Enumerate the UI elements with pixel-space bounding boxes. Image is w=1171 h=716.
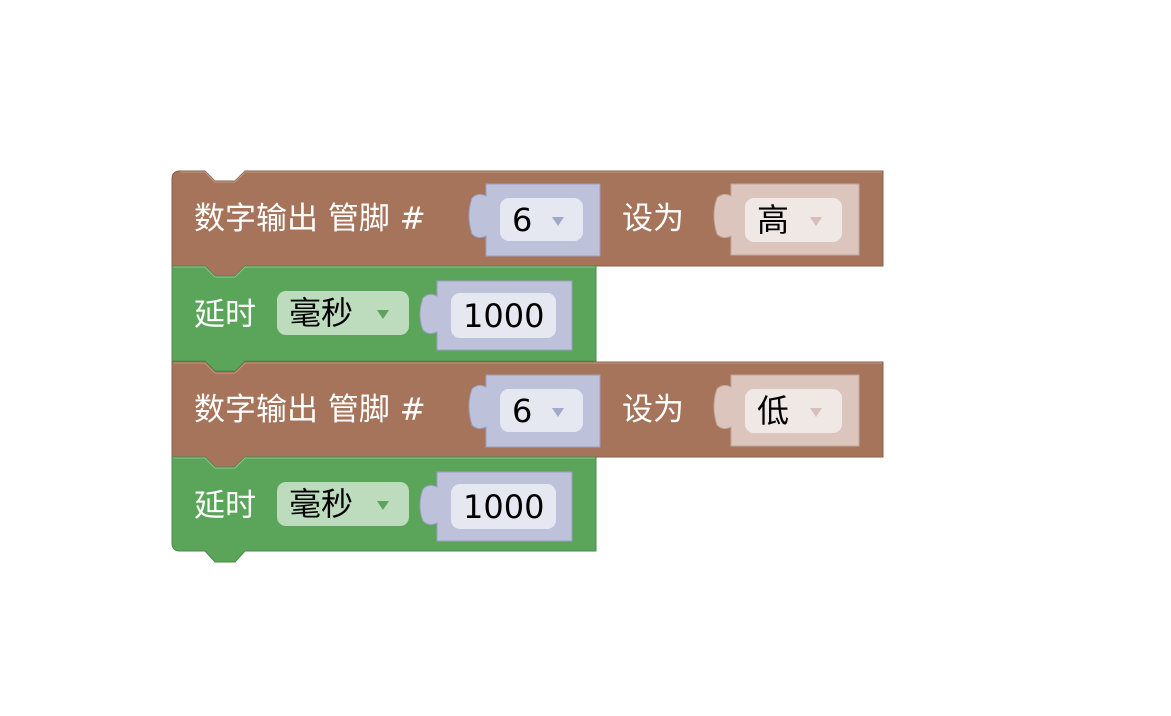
delay-duration-input[interactable]: 1000	[451, 484, 556, 529]
level-dropdown[interactable]: 低	[745, 389, 842, 433]
delay-duration-value: 1000	[463, 296, 545, 335]
delay-duration-input[interactable]: 1000	[451, 293, 556, 338]
digital-write-label: 数字输出 管脚 #	[194, 392, 426, 428]
dropdown-arrow-icon	[377, 501, 389, 510]
delay-label: 延时	[194, 297, 256, 333]
time-unit-value: 毫秒	[289, 294, 354, 332]
set-to-label: 设为	[622, 392, 684, 428]
dropdown-arrow-icon	[552, 216, 564, 226]
dropdown-arrow-icon	[552, 407, 564, 417]
level-dropdown[interactable]: 高	[745, 198, 842, 242]
time-unit-dropdown[interactable]: 毫秒	[277, 482, 409, 526]
dropdown-arrow-icon	[810, 408, 822, 417]
delay-duration-value: 1000	[463, 487, 545, 526]
time-unit-value: 毫秒	[289, 485, 354, 523]
pin-value: 6	[512, 200, 533, 239]
digital-write-label: 数字输出 管脚 #	[194, 201, 426, 237]
dropdown-arrow-icon	[377, 310, 389, 319]
time-unit-dropdown[interactable]: 毫秒	[277, 291, 409, 335]
pin-value: 6	[512, 391, 533, 430]
level-value: 低	[757, 392, 790, 430]
level-value: 高	[757, 201, 790, 239]
delay-label: 延时	[194, 488, 256, 524]
dropdown-arrow-icon	[810, 217, 822, 226]
set-to-label: 设为	[622, 201, 684, 237]
pin-dropdown[interactable]: 6	[500, 389, 583, 432]
pin-dropdown[interactable]: 6	[500, 198, 583, 241]
